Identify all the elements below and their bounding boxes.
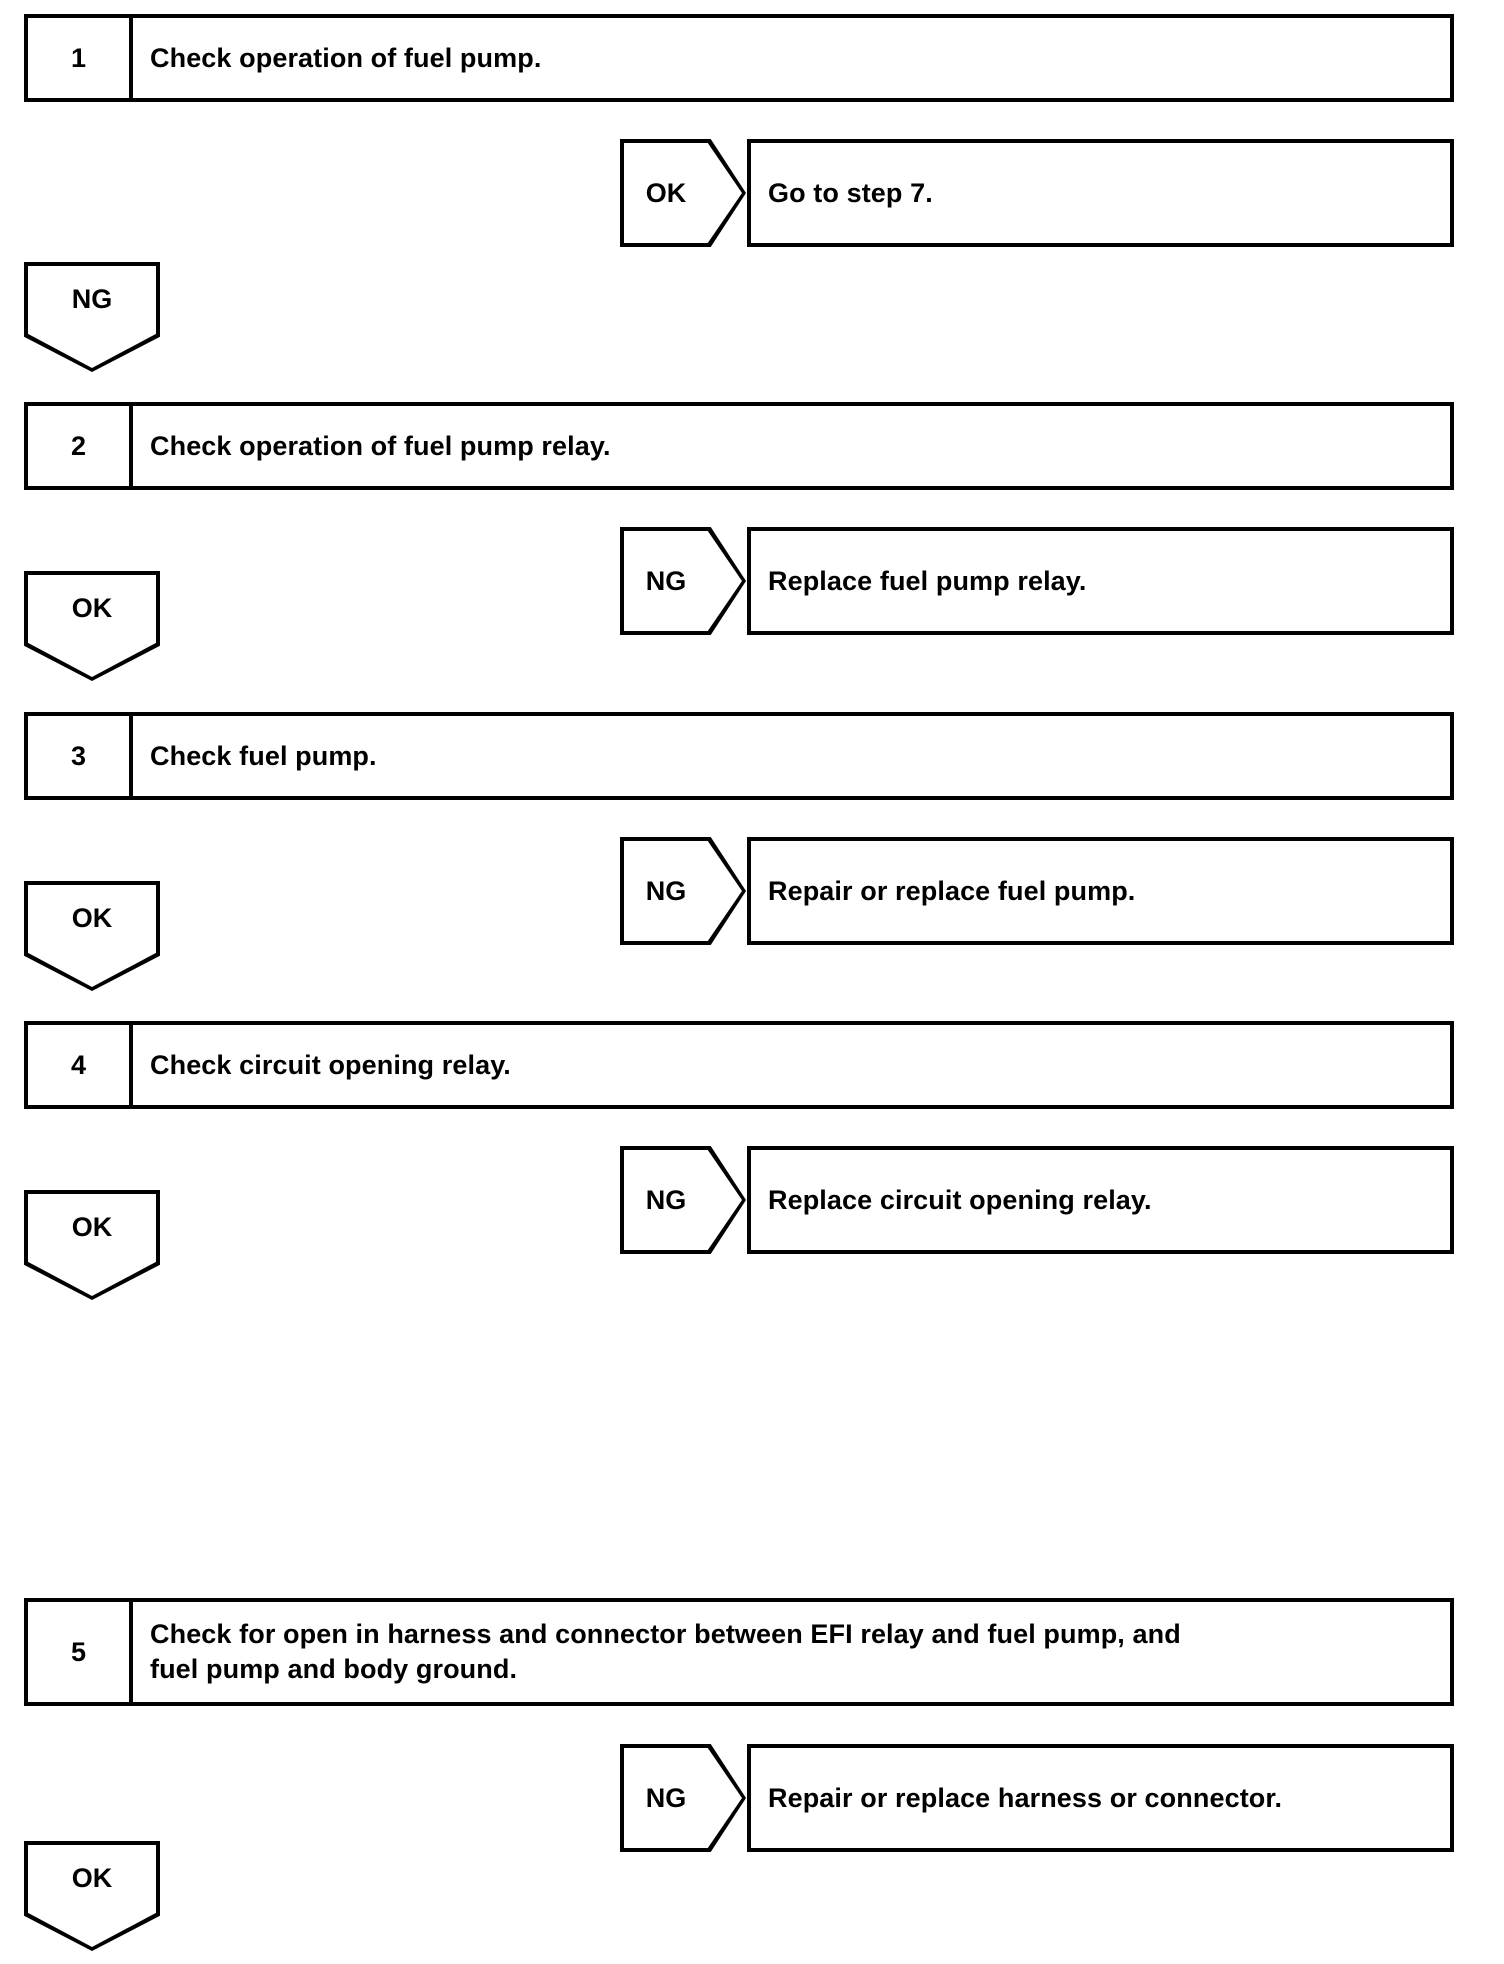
connector-label-3: OK	[71, 903, 113, 933]
connector-arrow-1: NG	[24, 262, 160, 372]
step-number-3: 3	[28, 716, 133, 796]
step-text-line: Check operation of fuel pump.	[150, 42, 542, 73]
branch-result-3: Repair or replace fuel pump.	[747, 837, 1454, 945]
step-row-4: 4 Check circuit opening relay.	[24, 1021, 1454, 1109]
connector-label-4: OK	[71, 1212, 113, 1242]
connector-arrow-5: OK	[24, 1841, 160, 1951]
branch-label-5: NG	[645, 1782, 687, 1813]
branch-label-3: NG	[645, 875, 687, 906]
step-text-4: Check circuit opening relay.	[133, 1025, 1450, 1105]
step-text-line: fuel pump and body ground.	[150, 1654, 518, 1684]
branch-label-1: OK	[645, 177, 687, 208]
step-text-line: Check for open in harness and connector …	[150, 1619, 1181, 1650]
connector-arrow-2: OK	[24, 571, 160, 681]
step-text-3: Check fuel pump.	[133, 716, 1450, 796]
step-number-4: 4	[28, 1025, 133, 1105]
step-text-1: Check operation of fuel pump.	[133, 18, 1450, 98]
branch-label-2: NG	[645, 565, 687, 596]
branch-label-4: NG	[645, 1184, 687, 1215]
step-number-5: 5	[28, 1602, 133, 1702]
step-row-5: 5 Check for open in harness and connecto…	[24, 1598, 1454, 1706]
step-text-line: Check operation of fuel pump relay.	[150, 430, 611, 461]
step-row-3: 3 Check fuel pump.	[24, 712, 1454, 800]
connector-arrow-3: OK	[24, 881, 160, 991]
step-row-2: 2 Check operation of fuel pump relay.	[24, 402, 1454, 490]
step-row-1: 1 Check operation of fuel pump.	[24, 14, 1454, 102]
step-text-2: Check operation of fuel pump relay.	[133, 406, 1450, 486]
step-number-1: 1	[28, 18, 133, 98]
connector-label-5: OK	[71, 1863, 113, 1893]
branch-result-2: Replace fuel pump relay.	[747, 527, 1454, 635]
step-text-line: Check circuit opening relay.	[150, 1049, 511, 1080]
connector-label-1: NG	[71, 284, 113, 314]
step-number-2: 2	[28, 406, 133, 486]
connector-arrow-4: OK	[24, 1190, 160, 1300]
connector-label-2: OK	[71, 593, 113, 623]
branch-result-4: Replace circuit opening relay.	[747, 1146, 1454, 1254]
branch-result-5: Repair or replace harness or connector.	[747, 1744, 1454, 1852]
step-text-line: Check fuel pump.	[150, 740, 377, 771]
step-text-5: Check for open in harness and connector …	[133, 1602, 1450, 1702]
branch-result-1: Go to step 7.	[747, 139, 1454, 247]
